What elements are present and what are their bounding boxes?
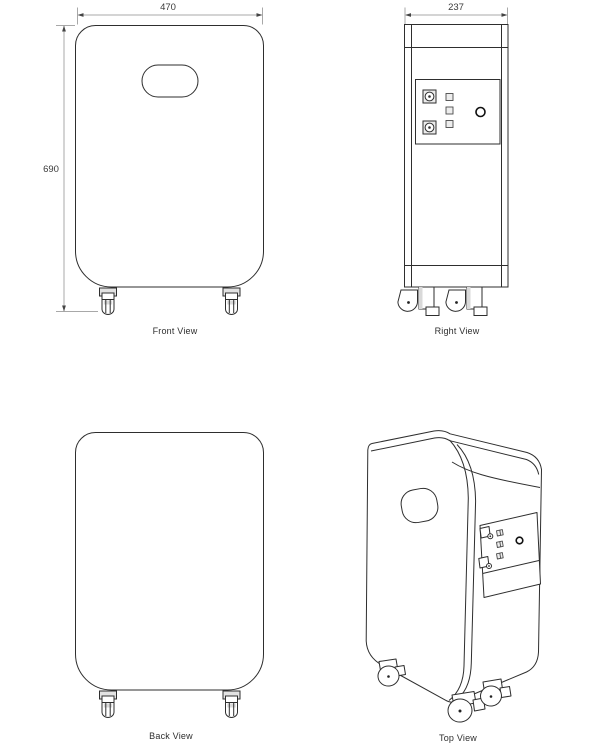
iso-power-socket-icon <box>478 556 492 569</box>
right-dimension-arrows <box>405 13 508 17</box>
dimension-height-label: 690 <box>43 164 59 175</box>
iso-power-socket-icon <box>479 526 494 540</box>
right-dimension-lines <box>404 7 508 24</box>
back-caster-right <box>222 690 241 718</box>
dimension-width-label: 470 <box>160 2 176 13</box>
control-panel <box>415 79 501 145</box>
top-view-caption: Top View <box>439 733 477 743</box>
handle-cutout <box>141 64 199 98</box>
front-dimension-lines <box>56 7 263 312</box>
power-socket-icon <box>422 120 437 135</box>
top-view-drawing <box>365 430 542 723</box>
front-view-caption: Front View <box>152 326 198 336</box>
front-view-drawing <box>56 7 264 315</box>
vent-slot-icon <box>445 93 454 128</box>
right-caster-rear <box>445 286 488 316</box>
indicator-knob-icon <box>475 106 486 118</box>
iso-control-panel <box>478 512 541 598</box>
front-cabinet-body <box>75 25 264 288</box>
back-caster-left <box>99 690 117 718</box>
iso-cap-seam <box>451 461 541 488</box>
right-view-drawing <box>397 7 509 316</box>
right-view-caption: Right View <box>434 326 480 336</box>
front-caster-right <box>222 287 241 315</box>
right-caster-front <box>397 286 440 316</box>
iso-vent-slot-icon <box>496 529 504 560</box>
back-cabinet-body <box>75 432 264 691</box>
front-dimension-arrows <box>62 13 263 312</box>
iso-indicator-knob-icon <box>515 536 524 545</box>
iso-handle-cutout <box>400 487 439 524</box>
iso-front-right-edge-outer <box>456 444 477 698</box>
right-cabinet-body <box>404 24 509 288</box>
dimension-depth-label: 237 <box>448 2 464 13</box>
iso-front-right-edge <box>448 439 469 701</box>
iso-caster-front <box>447 691 486 723</box>
front-caster-left <box>99 287 117 315</box>
power-socket-icon <box>422 89 437 104</box>
back-view-caption: Back View <box>149 731 193 741</box>
back-view-drawing <box>75 432 264 718</box>
iso-caster-right <box>480 678 512 707</box>
iso-caster-left <box>377 658 406 687</box>
